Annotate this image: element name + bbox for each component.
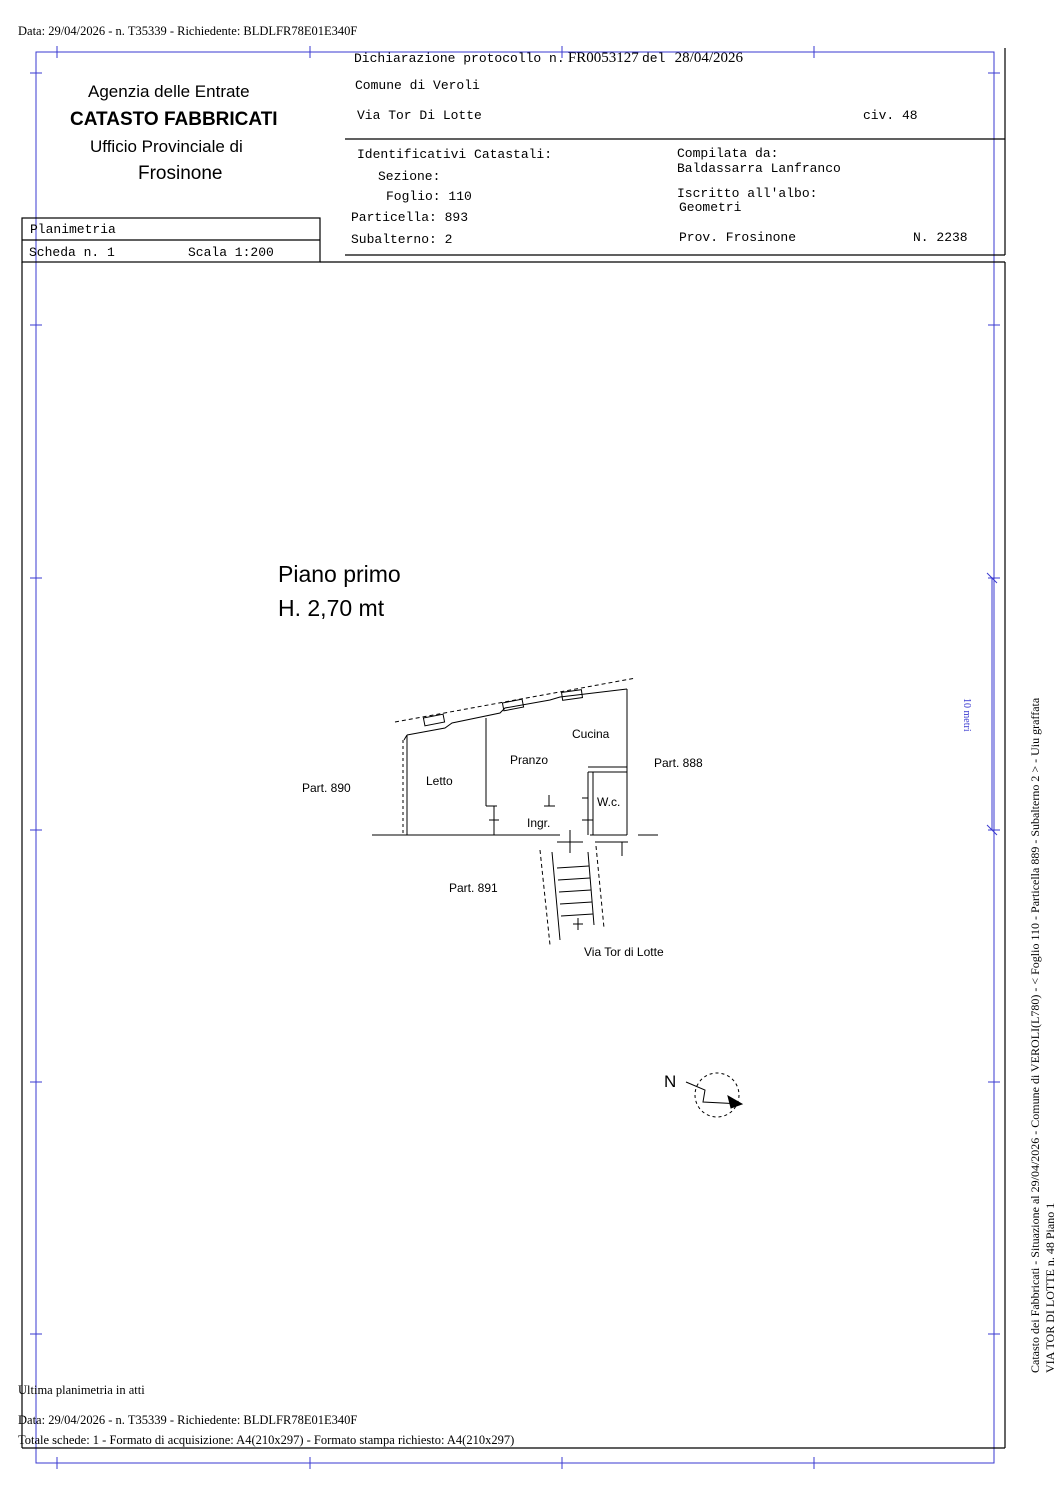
north-arrow — [685, 1072, 744, 1118]
footer-meta: Data: 29/04/2026 - n. T35339 - Richieden… — [18, 1413, 358, 1427]
declaration-line: Dichiarazione protocollo n. FR0053127 de… — [354, 50, 743, 67]
scala-value: Scala 1:200 — [188, 245, 274, 260]
side-text-line2: VIA TOR DI LOTTE n. 48 Piano 1 — [1043, 1202, 1057, 1373]
foglio-value: Foglio: 110 — [386, 189, 472, 204]
side-text-line1: Catasto dei Fabbricati - Situazione al 2… — [1028, 697, 1042, 1373]
ufficio-label: Ufficio Provinciale di — [90, 137, 243, 156]
neighbor-890: Part. 890 — [302, 781, 351, 795]
neighbor-891: Part. 891 — [449, 881, 498, 895]
room-cucina: Cucina — [572, 727, 610, 741]
north-label: N — [664, 1072, 677, 1091]
floor-title: Piano primo — [278, 561, 401, 587]
comune-label: Comune di Veroli — [355, 78, 480, 93]
compilata-name: Baldassarra Lanfranco — [677, 161, 841, 176]
scale-bar-label: 10 metri — [961, 698, 972, 732]
room-ingresso: Ingr. — [527, 816, 551, 830]
ultima-planimetria: Ultima planimetria in atti — [18, 1383, 145, 1397]
subalterno-value: Subalterno: 2 — [351, 232, 453, 247]
declaration-number: FR0053127 — [567, 50, 639, 66]
province-label: Prov. Frosinone — [679, 230, 797, 245]
albo-number: N. 2238 — [913, 230, 968, 245]
declaration-date: 28/04/2026 — [674, 50, 743, 66]
address-street: Via Tor Di Lotte — [357, 108, 482, 123]
top-meta: Data: 29/04/2026 - n. T35339 - Richieden… — [18, 24, 358, 38]
albo-label: Iscritto all'albo: — [677, 186, 818, 201]
floor-height: H. 2,70 mt — [278, 595, 385, 621]
footer-totale: Totale schede: 1 - Formato di acquisizio… — [18, 1433, 515, 1447]
sezione-label: Sezione: — [378, 169, 441, 184]
identificativi-title: Identificativi Catastali: — [357, 147, 553, 162]
blue-frame — [35, 51, 995, 1464]
compilata-label: Compilata da: — [677, 146, 779, 161]
particella-value: Particella: 893 — [351, 210, 469, 225]
declaration-del: del — [642, 51, 666, 66]
room-pranzo: Pranzo — [510, 753, 549, 767]
address-civ: civ. 48 — [863, 108, 918, 123]
planimetria-title: Planimetria — [30, 222, 116, 237]
floor-plan — [372, 677, 658, 946]
neighbor-888: Part. 888 — [654, 756, 703, 770]
room-wc: W.c. — [597, 795, 621, 809]
street-label: Via Tor di Lotte — [584, 945, 664, 959]
catasto-title: CATASTO FABBRICATI — [70, 109, 278, 130]
ufficio-city: Frosinone — [138, 163, 223, 184]
scheda-number: Scheda n. 1 — [29, 245, 115, 260]
room-letto: Letto — [426, 774, 453, 788]
agency-name: Agenzia delle Entrate — [88, 82, 250, 101]
declaration-label: Dichiarazione protocollo n. — [354, 51, 565, 66]
albo-value: Geometri — [679, 200, 742, 215]
